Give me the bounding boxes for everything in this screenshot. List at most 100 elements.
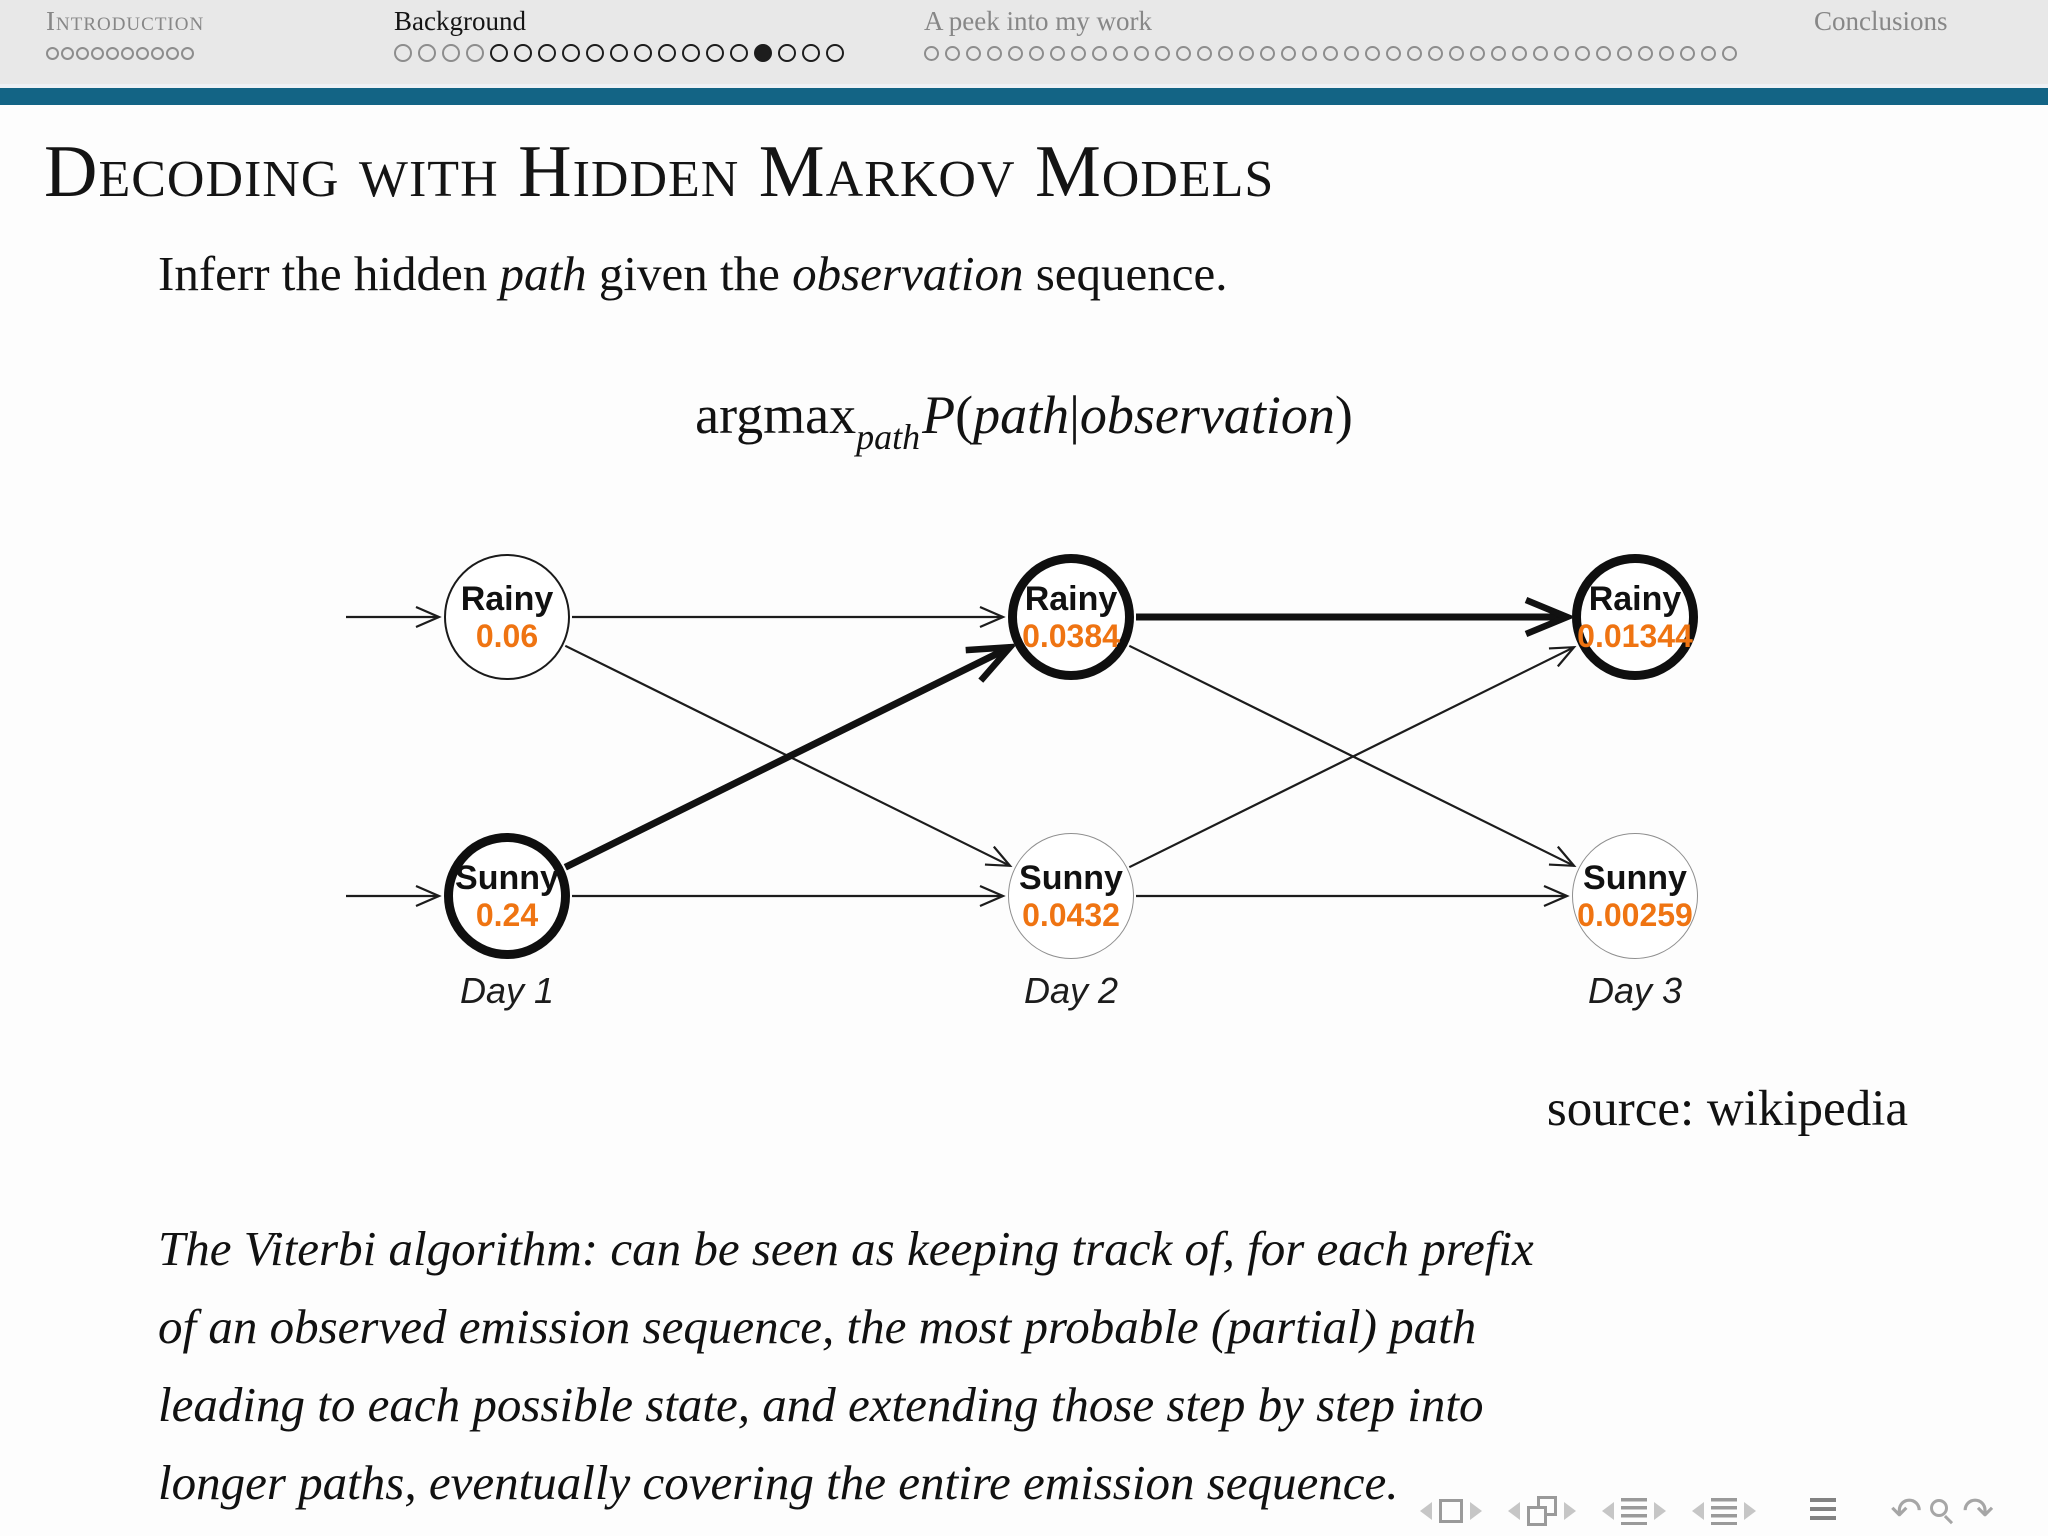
section-label[interactable]: A peek into my work bbox=[924, 6, 1152, 36]
next-subsection-icon[interactable] bbox=[1654, 1502, 1667, 1520]
frame-dot[interactable] bbox=[136, 46, 149, 60]
frame-dot[interactable] bbox=[945, 45, 960, 61]
frame-dot[interactable] bbox=[1281, 45, 1296, 61]
paragraph-line: The Viterbi algorithm: can be seen as ke… bbox=[158, 1221, 1534, 1276]
frame-dot[interactable] bbox=[1533, 45, 1548, 61]
frame-dot[interactable] bbox=[46, 46, 59, 60]
slide-icon[interactable] bbox=[1439, 1499, 1464, 1523]
frame-dot[interactable] bbox=[1365, 45, 1380, 61]
prev-slide-icon[interactable] bbox=[1420, 1502, 1433, 1520]
frame-dot[interactable] bbox=[987, 45, 1002, 61]
frame-dot[interactable] bbox=[106, 46, 119, 60]
frame-dot[interactable] bbox=[1029, 45, 1044, 61]
next-slide-icon[interactable] bbox=[1470, 1502, 1483, 1520]
frame-dot[interactable] bbox=[121, 46, 134, 60]
frame-dot[interactable] bbox=[1449, 45, 1464, 61]
frame-dot[interactable] bbox=[586, 44, 604, 63]
frame-dot[interactable] bbox=[442, 44, 460, 63]
frame-dot[interactable] bbox=[730, 44, 748, 63]
state-label: Sunny bbox=[455, 859, 559, 897]
day-label: Day 2 bbox=[1023, 970, 1119, 1011]
frame-dot[interactable] bbox=[1197, 45, 1212, 61]
section-label[interactable]: Conclusions bbox=[1814, 6, 1948, 36]
slide-subtitle: Inferr the hidden path given the observa… bbox=[158, 246, 1228, 302]
section-label[interactable]: Introduction bbox=[46, 6, 205, 36]
frame-dot[interactable] bbox=[1554, 45, 1569, 61]
back-icon[interactable]: ↶ bbox=[1890, 1489, 1923, 1533]
frame-dot[interactable] bbox=[151, 46, 164, 60]
frame-dot[interactable] bbox=[1428, 45, 1443, 61]
frame-dot[interactable] bbox=[1008, 45, 1023, 61]
frame-dot[interactable] bbox=[706, 44, 724, 63]
frame-dot-current[interactable] bbox=[754, 44, 772, 63]
state-label: Rainy bbox=[460, 580, 554, 618]
frame-dot[interactable] bbox=[1050, 45, 1065, 61]
frame-dot[interactable] bbox=[1155, 45, 1170, 61]
frame-dots-peek bbox=[924, 44, 1743, 62]
frame-dot[interactable] bbox=[1113, 45, 1128, 61]
next-section-icon[interactable] bbox=[1744, 1502, 1757, 1520]
frame-dot[interactable] bbox=[966, 45, 981, 61]
frame-dot[interactable] bbox=[634, 44, 652, 63]
frame-dot[interactable] bbox=[1659, 45, 1674, 61]
frame-dot[interactable] bbox=[1407, 45, 1422, 61]
frame-dot[interactable] bbox=[778, 44, 796, 63]
frame-dot[interactable] bbox=[1260, 45, 1275, 61]
next-frame-icon[interactable] bbox=[1564, 1502, 1577, 1520]
section-background[interactable]: Background bbox=[394, 6, 850, 63]
frame-dot[interactable] bbox=[1722, 45, 1737, 61]
frame-dot[interactable] bbox=[1239, 45, 1254, 61]
frame-dot[interactable] bbox=[1323, 45, 1338, 61]
section-introduction[interactable]: Introduction bbox=[46, 6, 204, 62]
prev-subsection-icon[interactable] bbox=[1602, 1502, 1615, 1520]
frame-dot[interactable] bbox=[538, 44, 556, 63]
forward-icon[interactable]: ↷ bbox=[1962, 1489, 1994, 1533]
frame-dot[interactable] bbox=[1638, 45, 1653, 61]
frame-dot[interactable] bbox=[490, 44, 508, 63]
frame-dot[interactable] bbox=[1134, 45, 1149, 61]
frame-dot[interactable] bbox=[76, 46, 89, 60]
frame-dot[interactable] bbox=[682, 44, 700, 63]
prev-section-icon[interactable] bbox=[1692, 1502, 1705, 1520]
frame-dot[interactable] bbox=[1344, 45, 1359, 61]
frame-dot[interactable] bbox=[1071, 45, 1086, 61]
frame-dot[interactable] bbox=[166, 46, 179, 60]
frame-dot[interactable] bbox=[1386, 45, 1401, 61]
frame-dot[interactable] bbox=[658, 44, 676, 63]
frame-dot[interactable] bbox=[924, 45, 939, 61]
frame-dot[interactable] bbox=[418, 44, 436, 63]
frame-dot[interactable] bbox=[1701, 45, 1716, 61]
section-peek-into-my-work[interactable]: A peek into my work bbox=[924, 6, 1743, 62]
frame-dot[interactable] bbox=[394, 44, 412, 63]
frame-dot[interactable] bbox=[1512, 45, 1527, 61]
frame-dot[interactable] bbox=[1302, 45, 1317, 61]
frame-dot[interactable] bbox=[1680, 45, 1695, 61]
prev-frame-icon[interactable] bbox=[1508, 1502, 1521, 1520]
frame-dot[interactable] bbox=[562, 44, 580, 63]
frame-dot[interactable] bbox=[1596, 45, 1611, 61]
frame-dot[interactable] bbox=[802, 44, 820, 63]
frame-dot[interactable] bbox=[1575, 45, 1590, 61]
state-label: Sunny bbox=[1583, 859, 1687, 897]
frame-dot[interactable] bbox=[1491, 45, 1506, 61]
section-label[interactable]: Background bbox=[394, 6, 526, 36]
search-icon[interactable] bbox=[1929, 1498, 1955, 1525]
frame-dot[interactable] bbox=[1092, 45, 1107, 61]
section-icon[interactable] bbox=[1711, 1497, 1738, 1525]
frame-dot[interactable] bbox=[1470, 45, 1485, 61]
frame-dot[interactable] bbox=[1176, 45, 1191, 61]
frame-dot[interactable] bbox=[514, 44, 532, 63]
frame-dot[interactable] bbox=[91, 46, 104, 60]
frame-dot[interactable] bbox=[1218, 45, 1233, 61]
appendix-icon[interactable] bbox=[1810, 1497, 1837, 1525]
frame-dot[interactable] bbox=[181, 46, 194, 60]
frame-dot[interactable] bbox=[1617, 45, 1632, 61]
frame-icon[interactable] bbox=[1527, 1496, 1558, 1526]
subsection-icon[interactable] bbox=[1621, 1497, 1648, 1525]
frame-dot[interactable] bbox=[826, 44, 844, 63]
frame-dot[interactable] bbox=[466, 44, 484, 63]
section-conclusions[interactable]: Conclusions bbox=[1814, 6, 1948, 36]
frame-dot[interactable] bbox=[61, 46, 74, 60]
frame-dot[interactable] bbox=[610, 44, 628, 63]
